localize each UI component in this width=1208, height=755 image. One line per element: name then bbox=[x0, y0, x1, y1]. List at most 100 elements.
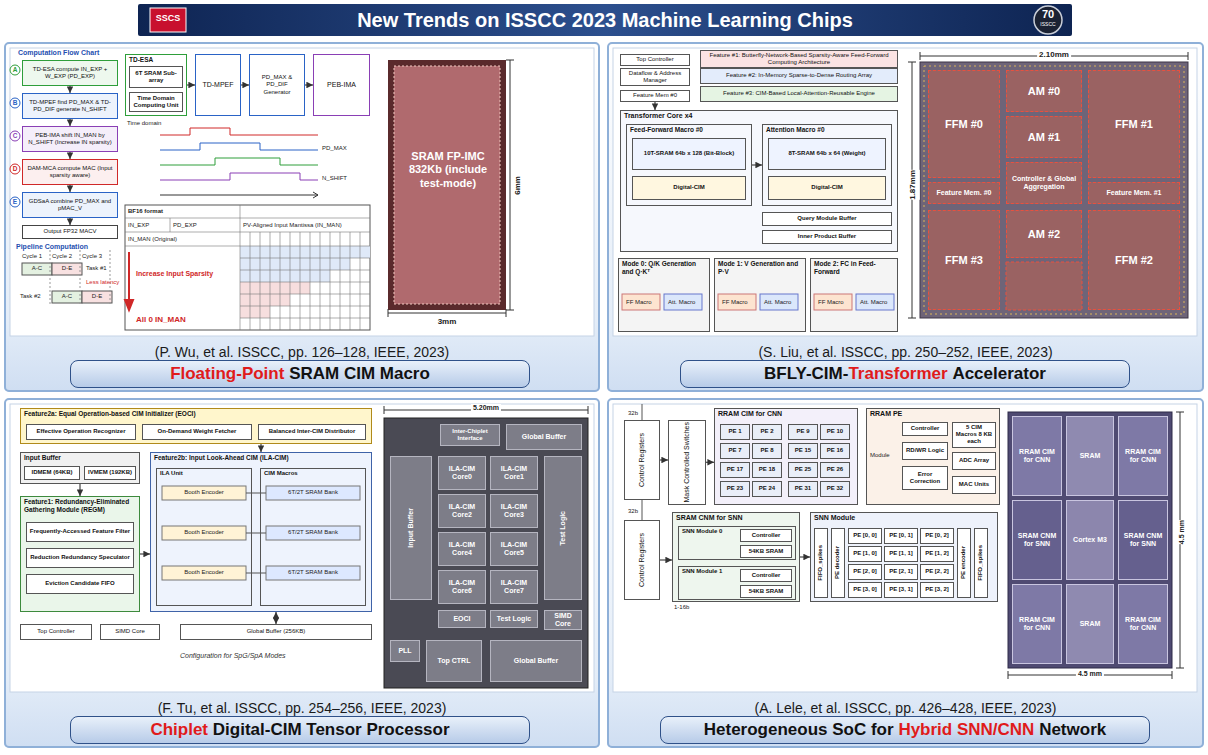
block: Feature #1: Butterfly-Network-Based Spar… bbox=[700, 50, 898, 68]
block: PE [2, 1] bbox=[884, 564, 918, 580]
annotation-label: SSCS bbox=[156, 14, 181, 24]
title-bar bbox=[138, 4, 1072, 36]
node-text: PE 9 bbox=[791, 428, 815, 435]
node-text: (F. Tu, et al. ISSCC, pp. 254–256, IEEE,… bbox=[6, 700, 598, 716]
node-text: ILA-CIM Core4 bbox=[441, 541, 483, 557]
block: PE [1, 1] bbox=[884, 546, 918, 562]
table-cell-fill bbox=[240, 306, 270, 318]
die-block: Cortex M3 bbox=[1066, 500, 1114, 580]
figure-area bbox=[613, 404, 1197, 692]
panel-ground bbox=[607, 42, 1204, 392]
node-text: Effective Operation Recognizer bbox=[29, 428, 133, 435]
title-banner: Heterogeneous SoC forHybrid SNN/CNNNetwo… bbox=[660, 716, 1150, 744]
group-box: SNN ModuleFIFO_spikesPE decoderPE [0, 0]… bbox=[810, 512, 998, 602]
annotation-label: Att. Macro bbox=[764, 299, 791, 306]
node-text: (S. Liu, et al. ISSCC, pp. 250–252, IEEE… bbox=[609, 344, 1202, 360]
group-box: Mode 0: Q/K Generation and Q·Kᵀ bbox=[618, 258, 710, 332]
bus-wire bbox=[246, 493, 266, 573]
mode-ground bbox=[714, 258, 806, 332]
anniversary-logo bbox=[1034, 6, 1062, 34]
die-photo bbox=[1008, 412, 1172, 668]
node-text: PE [3, 0] bbox=[851, 586, 879, 593]
annotation-label: A-C bbox=[32, 265, 42, 272]
die-block: FFM #1 bbox=[1088, 70, 1180, 178]
annotation-label: 6T/2T SRAM Bank bbox=[288, 569, 338, 576]
group-ground bbox=[672, 512, 800, 602]
node-text: Top Controller bbox=[23, 628, 89, 635]
flow-step: PEB-IMA shift IN_MAN by N_SHIFT (Increas… bbox=[22, 126, 118, 152]
die-block: Feature Mem. #1 bbox=[1088, 182, 1180, 204]
panel-ground bbox=[607, 398, 1204, 748]
annotation-label: N_SHIFT bbox=[322, 175, 347, 182]
die-block: SRAM bbox=[1066, 416, 1114, 496]
macro-symbol bbox=[856, 294, 894, 310]
node-text: Feature #2: In-Memory Sparse-to-Dense Ro… bbox=[703, 72, 895, 79]
node-text: MAC Units bbox=[955, 481, 993, 488]
sram-bank-symbol bbox=[266, 486, 360, 500]
node-text: RRAM CIM for CNN bbox=[1015, 448, 1059, 464]
connector bbox=[187, 84, 195, 85]
group-ground bbox=[20, 452, 140, 484]
group-box: Feature1: Redundancy-Eliminated Gatherin… bbox=[20, 496, 140, 612]
block: Effective Operation Recognizer bbox=[26, 424, 136, 440]
die-block: ILA-CIM Core2 bbox=[438, 494, 486, 528]
block: PE 8 bbox=[752, 443, 782, 459]
node-text: TD-MPEF find PD_MAX & TD-PD_DIF generate… bbox=[26, 99, 114, 113]
block: Query Module Buffer bbox=[762, 212, 892, 226]
node-text: Digital-CIM bbox=[635, 184, 743, 191]
node-text: FFM #2 bbox=[1091, 254, 1177, 267]
node-text: Network bbox=[1039, 720, 1106, 740]
block: Reduction Redundancy Speculator bbox=[26, 548, 134, 568]
panel-ground bbox=[4, 398, 600, 748]
block: Mask Controlled Switches bbox=[668, 420, 706, 505]
annotation-label: 6T/2T SRAM Bank bbox=[288, 529, 338, 536]
node-text: FIFO_spikes bbox=[977, 545, 984, 581]
block: PE [0, 1] bbox=[884, 528, 918, 544]
node-text: SRAM CNM for SNN bbox=[676, 514, 796, 522]
block: On-Demand Weight Fetcher bbox=[142, 424, 252, 440]
dimension-line bbox=[1008, 412, 1184, 679]
node-text: Feed-Forward Macro #0 bbox=[630, 126, 748, 134]
block: PE [1, 2] bbox=[920, 546, 954, 562]
node-text: TD-ESA bbox=[129, 56, 183, 64]
die-block: RRAM CIM for CNN bbox=[1118, 416, 1168, 496]
die-block: Top CTRL bbox=[426, 640, 482, 682]
node-text: RRAM CIM for CNN bbox=[1121, 448, 1165, 464]
timing-waveform bbox=[160, 173, 318, 180]
node-text: ILA-CIM Core7 bbox=[493, 579, 535, 595]
core-ground bbox=[620, 110, 898, 252]
node-text: PE [0, 1] bbox=[887, 532, 915, 539]
node-text: PE [1, 2] bbox=[923, 550, 951, 557]
annotation-label: Cycle 1 bbox=[22, 253, 42, 260]
dimension-line bbox=[388, 60, 514, 317]
connector bbox=[260, 444, 261, 452]
block: Global Buffer (256KB) bbox=[180, 624, 372, 640]
annotation-label: 5.20mm bbox=[471, 404, 501, 412]
flow-step: GDSaA combine PD_MAX and pMAC_V bbox=[22, 192, 118, 218]
flow-step: DAM-MCA compute MAC (Input sparsity awar… bbox=[22, 159, 118, 185]
block: TD-MPEF bbox=[195, 54, 241, 116]
node-text: IVMEM (192KB) bbox=[87, 469, 133, 476]
block: RD/WR Logic bbox=[902, 442, 948, 460]
figure-area bbox=[613, 48, 1197, 336]
annotation-label: PD_MAX bbox=[322, 145, 347, 152]
node-text: Control Registers bbox=[638, 433, 646, 487]
node-text: Global Buffer bbox=[493, 657, 579, 665]
pipeline-task bbox=[52, 291, 82, 303]
node-text: PE 23 bbox=[723, 485, 747, 492]
node-text: PE [3, 1] bbox=[887, 586, 915, 593]
sram-bank-symbol bbox=[266, 526, 360, 540]
block: Eviction Candidate FIFO bbox=[26, 574, 134, 594]
node-text: 10T-SRAM 64b x 128 (Bit-Block) bbox=[635, 150, 743, 157]
group-ground bbox=[20, 496, 140, 612]
die-pad-ring bbox=[924, 66, 1184, 314]
node-text: Accelerator bbox=[952, 364, 1046, 384]
node-text: PE [2, 1] bbox=[887, 568, 915, 575]
timing-waveform bbox=[160, 143, 318, 150]
node-text: RRAM CIM for CNN bbox=[1121, 616, 1165, 632]
annotation-label: Task #1 bbox=[86, 265, 107, 272]
node-text: Digital-CIM bbox=[771, 184, 883, 191]
node-text: ILA-CIM Core5 bbox=[493, 541, 535, 557]
node-text: Mode 1: V Generation and P·V bbox=[718, 260, 802, 276]
node-text: PE 31 bbox=[791, 485, 815, 492]
